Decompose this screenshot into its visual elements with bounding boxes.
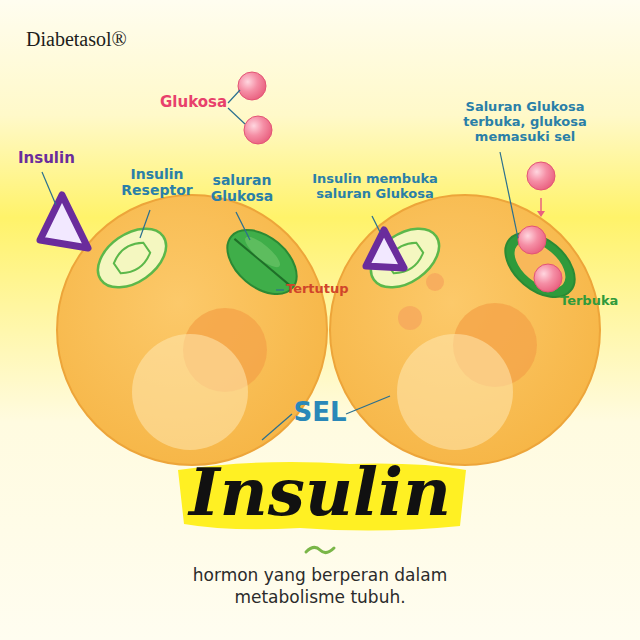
insulin-molecule bbox=[40, 195, 88, 248]
title-heading: Insulin bbox=[160, 456, 480, 529]
state-label: Tertutup bbox=[286, 282, 349, 297]
part-label: Insulin membuka saluran Glukosa bbox=[300, 172, 450, 202]
insulin-receptor-left bbox=[87, 217, 177, 300]
brand-logo: Diabetasol® bbox=[26, 28, 127, 51]
glucose-ball bbox=[534, 264, 562, 292]
part-label: Insulin bbox=[18, 150, 75, 167]
entry-arrow bbox=[537, 198, 545, 217]
caption-text: hormon yang berperan dalam metabolisme t… bbox=[190, 564, 450, 608]
state-label: Terbuka bbox=[560, 294, 618, 309]
cell-left bbox=[57, 195, 327, 465]
part-label: Glukosa bbox=[160, 94, 227, 111]
tilde-ornament bbox=[306, 547, 334, 552]
insulin-receptor-right bbox=[360, 217, 450, 300]
cell-right bbox=[330, 195, 600, 465]
part-label: Insulin Reseptor bbox=[112, 166, 202, 198]
leader-lines bbox=[42, 90, 518, 440]
glucose-ball bbox=[244, 116, 272, 144]
part-label: SEL bbox=[292, 398, 348, 428]
part-label: Saluran Glukosa terbuka, glukosa memasuk… bbox=[440, 100, 610, 145]
glucose-ball bbox=[527, 162, 555, 190]
glucose-ball bbox=[518, 226, 546, 254]
glucose-ball bbox=[238, 72, 266, 100]
part-label: saluran Glukosa bbox=[200, 172, 284, 204]
insulin-molecule bbox=[366, 230, 404, 268]
